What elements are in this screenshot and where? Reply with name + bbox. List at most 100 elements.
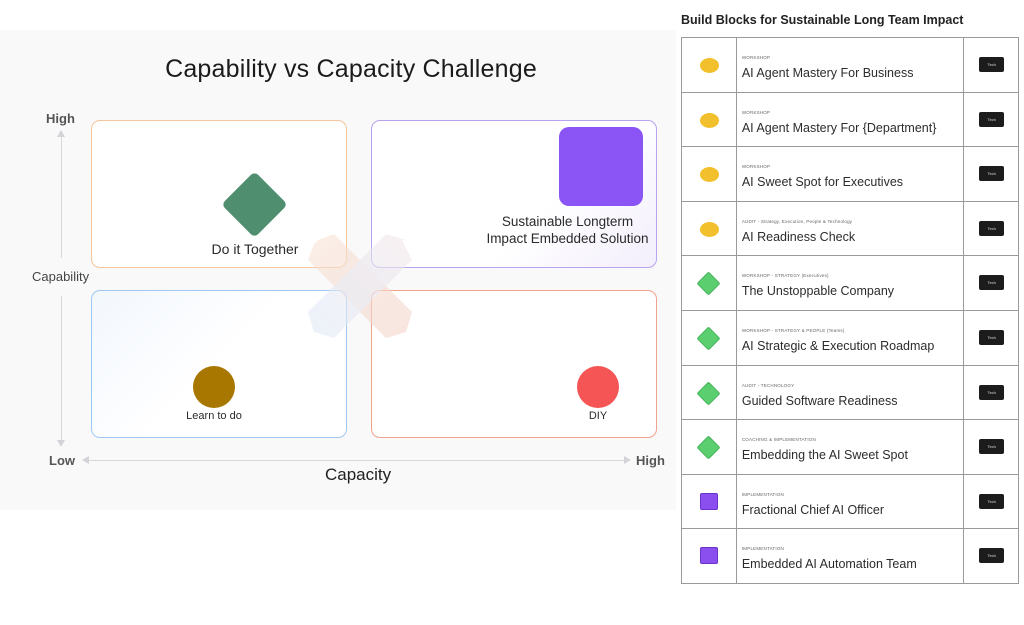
table-row: WORKSHOP - STRATEGY (Executives) The Unst…: [682, 256, 1020, 311]
row-category: WORKSHOP - STRATEGY & PEOPLE (Teams): [741, 327, 845, 333]
icon-cell: [682, 310, 737, 365]
purple-square-icon: [700, 492, 718, 510]
row-title: AI Strategic & Execution Roadmap: [741, 338, 935, 353]
text-cell: IMPLEMENTATION Embedded AI Automation Tea…: [737, 529, 965, 583]
table-row: AUDIT - TECHNOLOGY Guided Software Readin…: [682, 365, 1020, 421]
row-title: The Unstoppable Company: [741, 284, 895, 299]
icon-cell: [682, 365, 737, 420]
icon-cell: [682, 474, 737, 529]
quadrant-bottom-right-label: DIY: [588, 410, 608, 422]
row-title: Fractional Chief AI Officer: [741, 502, 885, 517]
arrow-right-icon: [624, 456, 631, 464]
tech-badge: Tech: [979, 439, 1005, 455]
row-category: IMPLEMENTATION: [741, 491, 784, 497]
icon-cell: [682, 201, 737, 256]
row-title: AI Readiness Check: [741, 229, 856, 244]
row-title: AI Agent Mastery For Business: [741, 66, 914, 80]
quadrant-bottom-left: [91, 290, 347, 438]
purple-square-icon: [700, 547, 718, 565]
tech-badge: Tech: [979, 111, 1005, 127]
row-category: COACHING & IMPLEMENTATION: [741, 437, 816, 443]
square-icon: [559, 127, 643, 206]
quadrant-bottom-left-label: Learn to do: [186, 410, 242, 422]
tag-cell: Tech: [964, 474, 1020, 529]
row-category: AUDIT - TECHNOLOGY: [741, 382, 795, 388]
text-cell: WORKSHOP - STRATEGY & PEOPLE (Teams) AI S…: [737, 310, 965, 365]
quadrant-top-left: [91, 120, 347, 268]
tag-cell: Tech: [964, 365, 1020, 420]
tag-cell: Tech: [964, 201, 1020, 256]
red-circle-icon: [577, 366, 619, 408]
text-cell: COACHING & IMPLEMENTATION Embedding the A…: [737, 420, 965, 474]
table-row: IMPLEMENTATION Embedded AI Automation Tea…: [682, 529, 1020, 584]
row-category: WORKSHOP - STRATEGY (Executives): [741, 273, 829, 279]
tag-cell: Tech: [964, 529, 1020, 583]
icon-cell: [682, 38, 737, 92]
y-axis-lower: [61, 296, 62, 442]
cross-arrows-icon: [308, 234, 412, 338]
quadrant-top-right-label-line2: Impact Embedded Solution: [486, 231, 649, 246]
arrow-up-icon: [57, 130, 65, 137]
tag-cell: Tech: [964, 92, 1020, 147]
row-title: AI Sweet Spot for Executives: [741, 175, 904, 190]
gold-circle-icon: [193, 366, 235, 408]
text-cell: AUDIT - Strategy, Execution, People & Te…: [737, 201, 965, 256]
yellow-circle-icon: [700, 221, 719, 237]
tech-badge: Tech: [979, 220, 1005, 236]
row-title: Embedding the AI Sweet Spot: [741, 448, 908, 463]
x-axis-title: Capacity: [325, 465, 392, 484]
table-row: WORKSHOP AI Sweet Spot for Executives Tech: [682, 147, 1020, 202]
tech-badge: Tech: [979, 384, 1005, 400]
yellow-circle-icon: [700, 112, 719, 128]
quadrant-top-right-label-line1: Sustainable Longterm: [501, 214, 634, 229]
x-axis-low-label: Low: [49, 453, 75, 468]
quadrant-top-left-label: Do it Together: [211, 241, 299, 257]
tech-badge: Tech: [979, 166, 1005, 182]
row-title: Embedded AI Automation Team: [741, 557, 917, 572]
y-axis-upper: [61, 136, 62, 258]
yellow-circle-icon: [700, 167, 719, 183]
tech-badge: Tech: [979, 57, 1005, 72]
green-diamond-icon: [696, 326, 721, 351]
table-row: WORKSHOP - STRATEGY & PEOPLE (Teams) AI S…: [682, 310, 1020, 366]
icon-cell: [682, 420, 737, 474]
x-axis: [88, 460, 624, 461]
tag-cell: Tech: [964, 310, 1020, 365]
text-cell: WORKSHOP AI Sweet Spot for Executives: [737, 147, 965, 201]
table-row: WORKSHOP AI Agent Mastery For Business Tec…: [682, 38, 1020, 93]
row-category: IMPLEMENTATION: [741, 546, 784, 552]
tag-cell: Tech: [964, 38, 1020, 92]
arrow-left-icon: [82, 456, 89, 464]
tech-badge: Tech: [979, 275, 1005, 291]
text-cell: WORKSHOP - STRATEGY (Executives) The Unst…: [737, 256, 965, 310]
row-category: WORKSHOP: [741, 55, 771, 60]
y-axis-title: Capability: [32, 269, 90, 284]
build-blocks-title: Build Blocks for Sustainable Long Team I…: [681, 13, 964, 27]
green-diamond-icon: [696, 271, 721, 296]
text-cell: WORKSHOP AI Agent Mastery For Business: [737, 38, 965, 92]
table-row: COACHING & IMPLEMENTATION Embedding the A…: [682, 420, 1020, 475]
quadrant-bottom-right: [371, 290, 657, 438]
row-title: Guided Software Readiness: [741, 393, 898, 408]
matrix-title: Capability vs Capacity Challenge: [165, 55, 537, 83]
table-row: AUDIT - Strategy, Execution, People & Te…: [682, 201, 1020, 257]
icon-cell: [682, 256, 737, 310]
icon-cell: [682, 529, 737, 583]
green-diamond-icon: [696, 381, 721, 406]
icon-cell: [682, 147, 737, 201]
row-category: AUDIT - Strategy, Execution, People & Te…: [741, 218, 853, 224]
green-diamond-icon: [696, 435, 721, 460]
icon-cell: [682, 92, 737, 147]
row-category: WORKSHOP: [741, 164, 771, 170]
yellow-circle-icon: [700, 58, 719, 73]
tech-badge: Tech: [979, 548, 1005, 564]
tag-cell: Tech: [964, 147, 1020, 201]
row-category: WORKSHOP: [741, 109, 771, 115]
table-row: IMPLEMENTATION Fractional Chief AI Office…: [682, 474, 1020, 530]
tech-badge: Tech: [979, 329, 1005, 345]
tech-badge: Tech: [979, 493, 1005, 509]
